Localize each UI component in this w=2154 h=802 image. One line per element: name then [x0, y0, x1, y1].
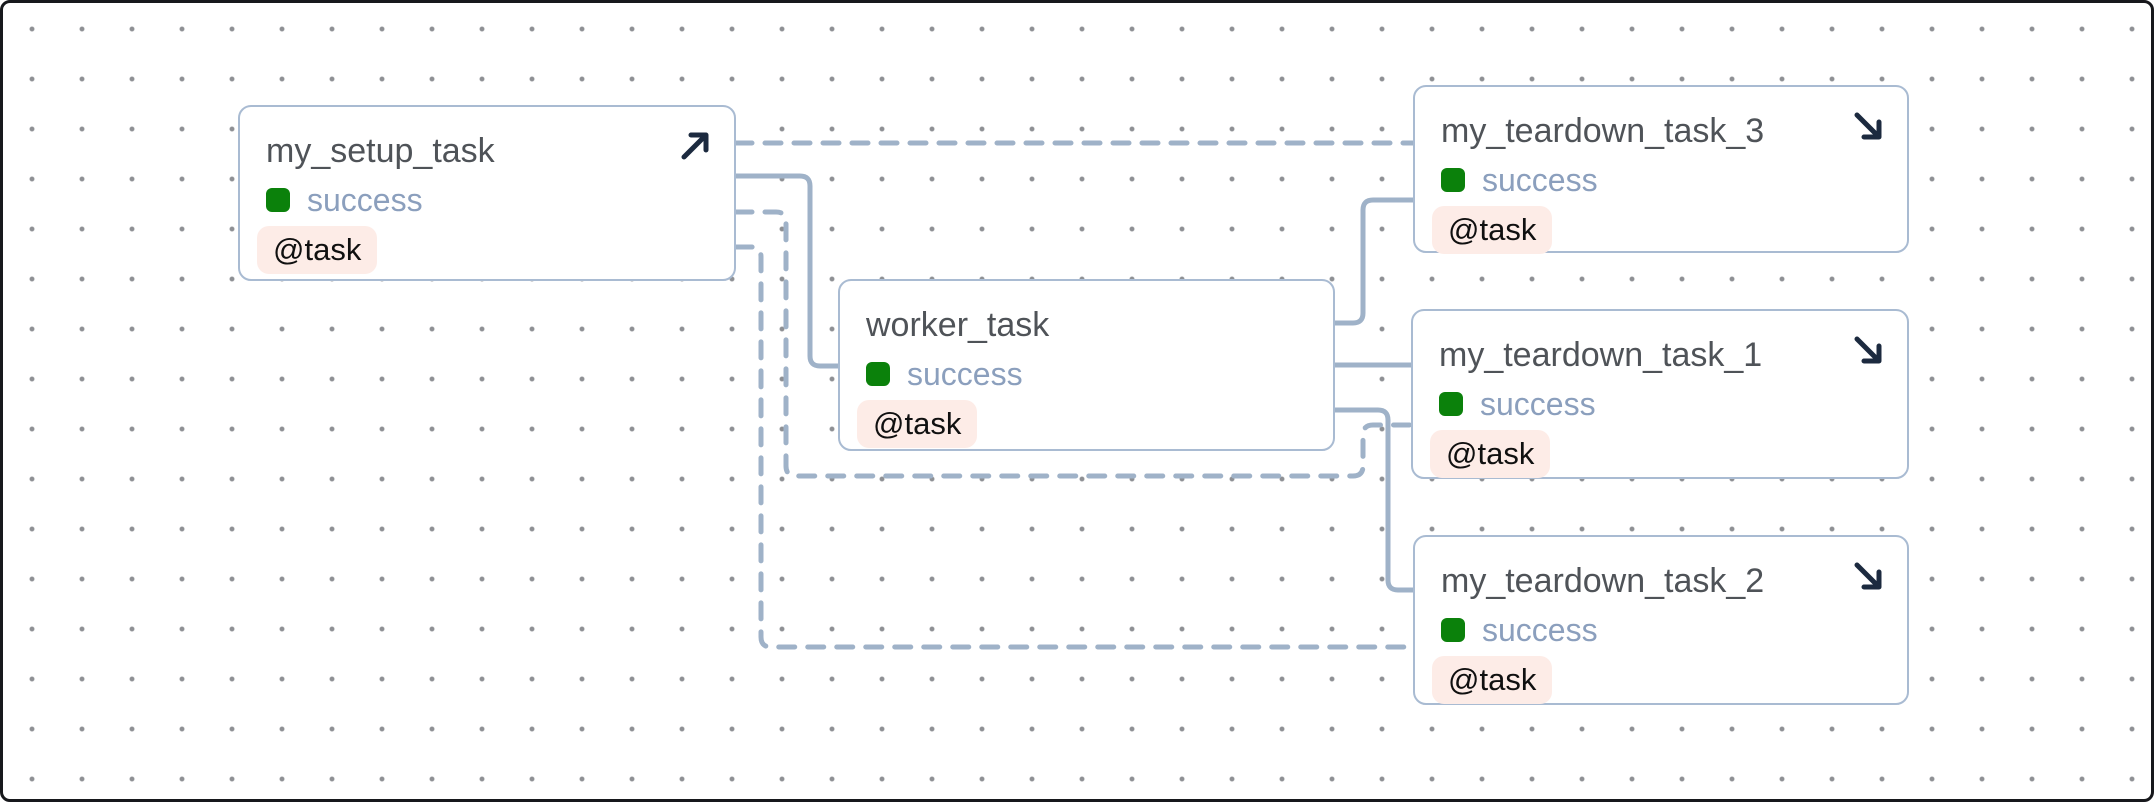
- dag-edge-worker_task-to-my_teardown_task_2: [1332, 407, 1420, 593]
- success-status-icon: [1439, 392, 1463, 416]
- task-status-row: success: [266, 181, 712, 219]
- dag-edge-my_setup_task-to-my_teardown_task_1: [733, 209, 1416, 479]
- task-name: worker_task: [866, 306, 1050, 344]
- task-status-row: success: [1441, 161, 1885, 199]
- arrow-down-right-icon: [1850, 108, 1886, 144]
- task-node-my_teardown_task_2[interactable]: my_teardown_task_2 success @task: [1413, 535, 1909, 705]
- task-decorator-badge: @task: [1432, 206, 1553, 254]
- arrow-down-right-icon: [1850, 332, 1886, 368]
- task-name: my_setup_task: [266, 132, 495, 170]
- success-status-icon: [266, 188, 290, 212]
- dag-edge-my_setup_task-to-my_teardown_task_2: [733, 244, 1418, 650]
- task-decorator-badge: @task: [857, 400, 978, 448]
- arrow-up-right-icon: [677, 128, 713, 164]
- task-node-my_teardown_task_1[interactable]: my_teardown_task_1 success @task: [1411, 309, 1909, 479]
- arrow-down-right-icon: [1850, 558, 1886, 594]
- success-status-icon: [1441, 168, 1465, 192]
- task-state-label: success: [307, 182, 423, 218]
- task-state-label: success: [1482, 162, 1598, 198]
- task-status-row: success: [1441, 611, 1885, 649]
- task-state-label: success: [1482, 612, 1598, 648]
- dag-edges-layer: [733, 140, 1420, 650]
- task-decorator-badge: @task: [257, 226, 378, 274]
- dag-edge-worker_task-to-my_teardown_task_3: [1332, 197, 1418, 326]
- dag-edge-my_setup_task-to-worker_task: [733, 173, 843, 369]
- success-status-icon: [1441, 618, 1465, 642]
- task-name: my_teardown_task_3: [1441, 112, 1765, 150]
- task-state-label: success: [907, 356, 1023, 392]
- task-name: my_teardown_task_2: [1441, 562, 1765, 600]
- task-state-label: success: [1480, 386, 1596, 422]
- task-decorator-badge: @task: [1432, 656, 1553, 704]
- task-status-row: success: [866, 355, 1311, 393]
- task-decorator-badge: @task: [1430, 430, 1551, 478]
- task-node-my_teardown_task_3[interactable]: my_teardown_task_3 success @task: [1413, 85, 1909, 254]
- success-status-icon: [866, 362, 890, 386]
- task-node-my_setup_task[interactable]: my_setup_task success @task: [238, 105, 736, 281]
- task-name: my_teardown_task_1: [1439, 336, 1763, 374]
- task-status-row: success: [1439, 385, 1885, 423]
- task-node-worker_task[interactable]: worker_task success @task: [838, 279, 1335, 451]
